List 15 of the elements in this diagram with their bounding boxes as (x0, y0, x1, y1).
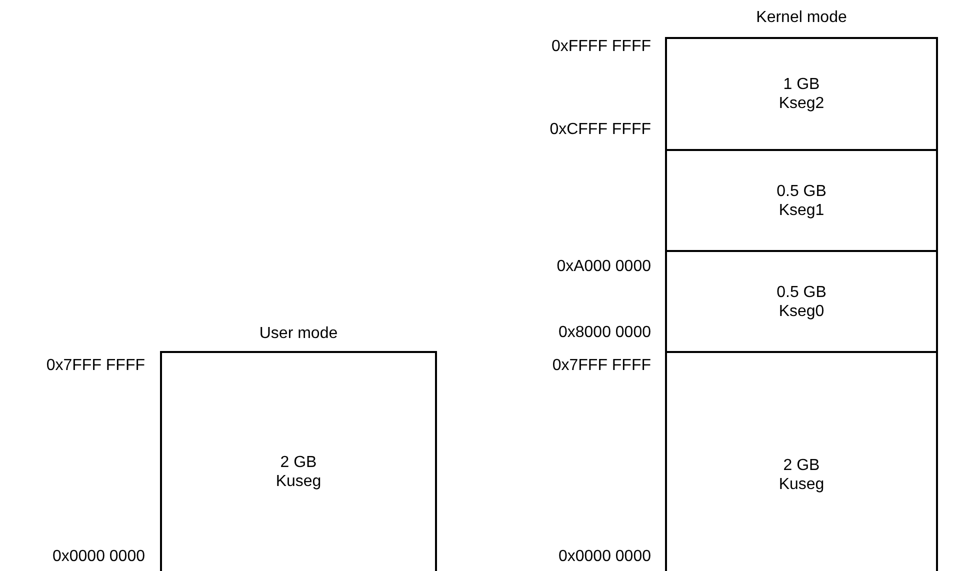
address-label: 0xFFFF FFFF (551, 38, 651, 56)
address-label: 0x0000 0000 (558, 548, 651, 566)
segment-label: 2 GB Kuseg (778, 456, 826, 494)
address-label: 0xCFFF FFFF (550, 121, 651, 139)
segment-label: 0.5 GB Kseg0 (776, 282, 828, 320)
address-label: 0xA000 0000 (556, 258, 651, 276)
address-label: 0x8000 0000 (558, 324, 651, 342)
address-label: 0x0000 0000 (52, 548, 145, 566)
address-label: 0x7FFF FFFF (46, 357, 145, 375)
segment-label: 1 GB Kseg2 (778, 75, 826, 113)
segment-label: 0.5 GB Kseg1 (776, 182, 828, 220)
mode-heading: Kernel mode (756, 9, 847, 27)
segment-label: 2 GB Kuseg (274, 453, 322, 491)
mode-heading: User mode (259, 325, 338, 343)
address-label: 0x7FFF FFFF (552, 357, 651, 375)
